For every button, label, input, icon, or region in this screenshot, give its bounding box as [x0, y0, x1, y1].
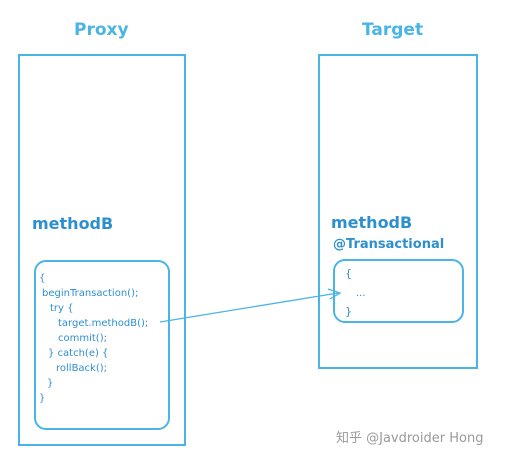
target-code-line: ...: [356, 288, 366, 299]
watermark-text: 知乎 @Javdroider Hong: [336, 431, 484, 446]
proxy-code-line: }: [39, 393, 46, 404]
proxy-code-line: beginTransaction();: [42, 288, 139, 299]
transactional-annotation: @Transactional: [333, 237, 445, 252]
proxy-code-line: try {: [50, 303, 74, 314]
proxy-code-line: } catch(e) {: [48, 348, 109, 359]
proxy-code-line: target.methodB();: [58, 318, 149, 329]
target-code-line: {: [345, 267, 352, 280]
call-arrow-head: [327, 288, 342, 300]
proxy-code-line: commit();: [58, 333, 107, 344]
proxy-code-line: }: [47, 378, 54, 389]
proxy-method-label: methodB: [32, 214, 114, 233]
proxy-title: Proxy: [74, 20, 129, 40]
target-code-line: }: [345, 305, 352, 318]
proxy-code-box: [34, 260, 170, 430]
call-arrow-line: [159, 292, 339, 323]
proxy-code-line: {: [39, 273, 46, 284]
proxy-code-line: rollBack();: [56, 363, 108, 374]
target-method-label: methodB: [331, 213, 413, 232]
target-title: Target: [362, 20, 424, 40]
target-code-box: [333, 259, 464, 323]
